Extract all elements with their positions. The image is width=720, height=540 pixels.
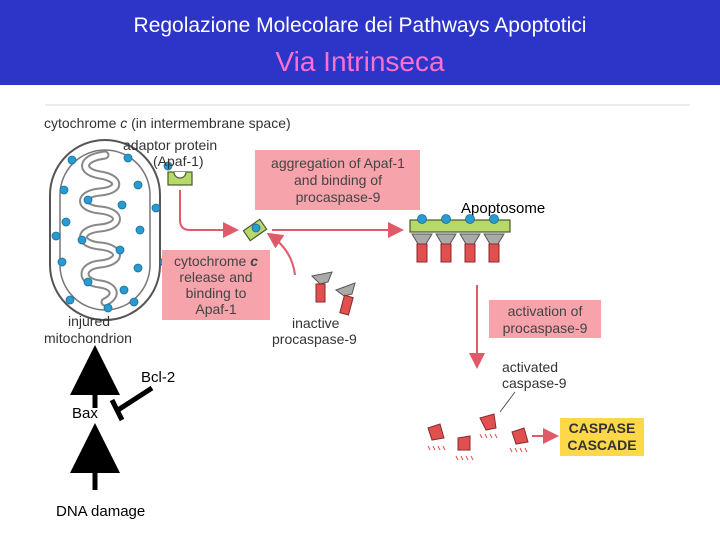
bound-apaf1-icon [242,218,268,242]
bcl2-inhibition-bar [109,398,125,422]
release-line-2: release and [179,269,252,285]
arrow-binding [179,190,239,238]
page-title: Regolazione Molecolare dei Pathways Apop… [133,14,587,37]
apoptosome-label: Apoptosome [461,200,545,217]
activated-line-1: activated [502,359,558,375]
inactive-line-1: inactive [292,315,340,331]
aggregation-line-1: aggregation of Apaf-1 [271,155,405,171]
active-caspase-icons [427,413,529,451]
mitochondrion-icon [49,139,173,321]
aggregation-line-2: and binding of [294,172,382,188]
procaspase-9-icon [310,271,356,316]
caspase-cascade-box [560,418,644,456]
title-banner: Regolazione Molecolare dei Pathways Apop… [0,0,720,85]
injured-line-1: injured [68,313,110,329]
activated-pointer [499,391,516,413]
cytochrome-label: cytochrome c (in intermembrane space) [44,115,291,131]
injured-line-2: mitochondrion [44,330,132,346]
release-box [162,250,270,320]
arrow-procaspase-recruit [266,232,296,276]
bcl2-inhibition-line [116,385,154,413]
page-subtitle: Via Intrinseca [275,46,445,77]
activation-box [489,300,601,338]
cascade-line-1: CASPASE [569,420,636,436]
activation-line-1: activation of [508,303,583,319]
adaptor-protein-label: adaptor protein [123,137,217,153]
apaf1-icon [167,171,193,186]
aggregation-box [255,150,420,210]
caspase-strands [427,433,528,461]
apoptosome-icon [409,214,511,263]
release-line-1: cytochrome c [174,253,258,269]
cytochrome-dots [51,153,173,313]
aggregation-line-3: procaspase-9 [296,189,381,205]
apaf1-label: (Apaf-1) [153,153,204,169]
bax-label: Bax [72,405,98,422]
cascade-line-2: CASCADE [567,437,636,453]
activated-line-2: caspase-9 [502,375,567,391]
dna-damage-label: DNA damage [56,503,145,520]
inactive-line-2: procaspase-9 [272,331,357,347]
bcl2-label: Bcl-2 [141,369,175,386]
activation-line-2: procaspase-9 [503,320,588,336]
release-line-3: binding to [186,285,247,301]
release-line-4: Apaf-1 [195,301,236,317]
